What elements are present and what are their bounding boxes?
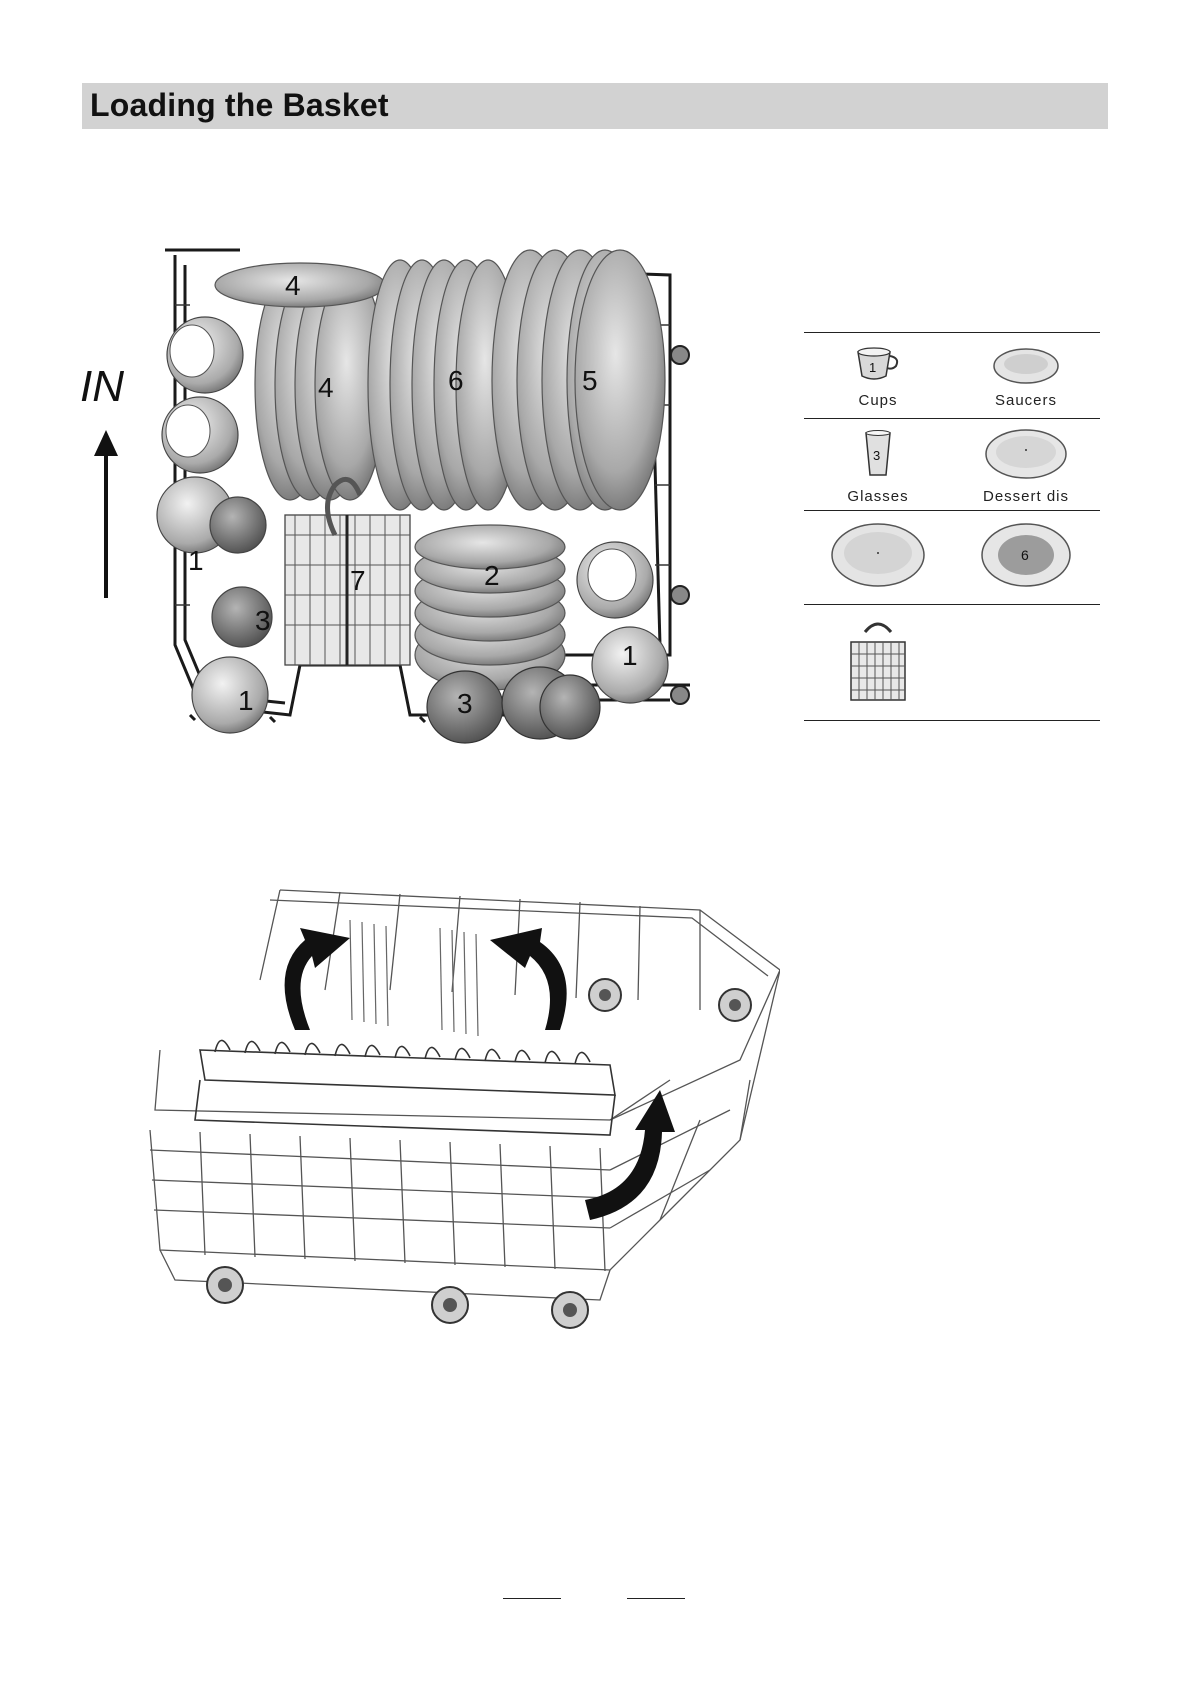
footer-line-left: [503, 1598, 561, 1599]
legend-cups-number: 1: [869, 360, 876, 375]
up-arrow-icon: [92, 430, 120, 600]
legend-divider: [804, 720, 1100, 721]
legend-divider: [804, 418, 1100, 419]
legend-label-dessert-dishes: Dessert dis: [952, 488, 1100, 505]
legend-item-dessert-dishes: [952, 428, 1100, 485]
saucer-icon: [991, 346, 1061, 386]
item-number-soup-bowls: 2: [484, 560, 500, 591]
legend-soup-plate-number: 6: [1021, 547, 1029, 563]
legend-divider: [804, 332, 1100, 333]
legend-item-glasses: 3: [804, 430, 952, 483]
item-number-cup-bottom-left: 1: [238, 685, 254, 716]
footer-line-right: [627, 1598, 685, 1599]
glass-icon: 3: [863, 430, 893, 478]
legend-item-cups: 1: [804, 346, 952, 387]
item-number-back-plates: 4: [318, 372, 334, 403]
dessert-dish-icon: [984, 428, 1068, 480]
item-number-glasses-bottom: 3: [457, 688, 473, 719]
legend-divider: [804, 604, 1100, 605]
legend-label-saucers: Saucers: [952, 392, 1100, 409]
dinner-plate-icon: [830, 522, 926, 588]
section-title-bar: Loading the Basket: [82, 83, 1108, 129]
item-number-cups-right: 1: [622, 640, 638, 671]
fold-arrow-left-icon: [285, 928, 350, 1030]
upper-basket-illustration: 4 4 6 5 1 3 7 2 1 3 1: [150, 245, 730, 765]
item-number-glasses-left: 3: [255, 605, 271, 636]
legend-label-glasses: Glasses: [804, 488, 952, 505]
legend-item-dinner-plate: [804, 522, 952, 593]
fold-arrow-side-icon: [585, 1090, 675, 1220]
cup-icon: 1: [852, 346, 904, 382]
fold-arrow-right-icon: [490, 928, 567, 1030]
item-number-cups-left: 1: [188, 545, 204, 576]
lower-basket-illustration: [140, 880, 780, 1340]
cutlery-basket-icon: [843, 614, 913, 706]
legend-item-cutlery-basket: [804, 614, 952, 711]
legend-item-soup-plate: 6: [952, 522, 1100, 593]
soup-plate-icon: 6: [980, 522, 1072, 588]
direction-label: IN: [80, 362, 124, 412]
page-title: Loading the Basket: [90, 87, 389, 124]
legend-item-saucers: [952, 346, 1100, 391]
legend-label-cups: Cups: [804, 392, 952, 409]
item-number-front-plates: 5: [582, 365, 598, 396]
item-number-middle-plates: 6: [448, 365, 464, 396]
legend-glasses-number: 3: [873, 448, 880, 463]
item-number-cutlery-basket: 7: [350, 565, 366, 596]
item-number-back-plates-top: 4: [285, 270, 301, 301]
legend-divider: [804, 510, 1100, 511]
